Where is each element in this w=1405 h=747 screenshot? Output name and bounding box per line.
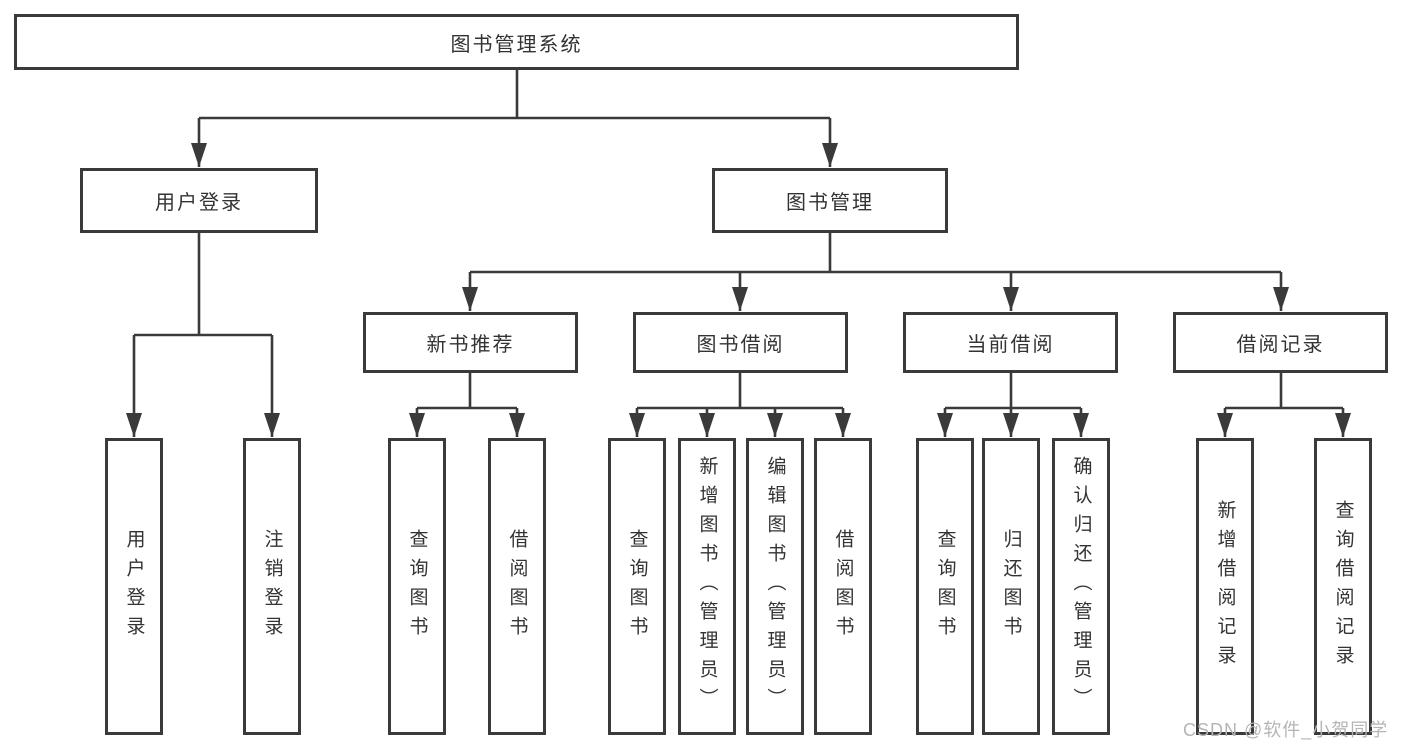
leaf-query-books-borrow: 查询图书	[608, 438, 666, 735]
leaf-user-login: 用户登录	[105, 438, 163, 735]
watermark: CSDN @软件_小贺同学	[1183, 720, 1389, 740]
node-new-book-recommend: 新书推荐	[363, 312, 578, 373]
leaf-query-books-current: 查询图书	[916, 438, 974, 735]
node-borrow-records: 借阅记录	[1173, 312, 1388, 373]
leaf-add-borrow-record: 新增借阅记录	[1196, 438, 1254, 735]
leaf-borrow-books-recommend: 借阅图书	[488, 438, 546, 735]
leaf-borrow-books: 借阅图书	[814, 438, 872, 735]
node-current-borrow: 当前借阅	[903, 312, 1118, 373]
leaf-logout-login: 注销登录	[243, 438, 301, 735]
leaf-confirm-return-admin: 确认归还（管理员）	[1052, 438, 1110, 735]
leaf-return-books: 归还图书	[982, 438, 1040, 735]
leaf-edit-books-admin: 编辑图书（管理员）	[746, 438, 804, 735]
node-book-borrow: 图书借阅	[633, 312, 848, 373]
leaf-query-books-recommend: 查询图书	[388, 438, 446, 735]
node-root: 图书管理系统	[14, 14, 1019, 70]
leaf-query-borrow-record: 查询借阅记录	[1314, 438, 1372, 735]
node-book-management: 图书管理	[712, 168, 948, 233]
leaf-add-books-admin: 新增图书（管理员）	[678, 438, 736, 735]
node-user-login: 用户登录	[80, 168, 318, 233]
